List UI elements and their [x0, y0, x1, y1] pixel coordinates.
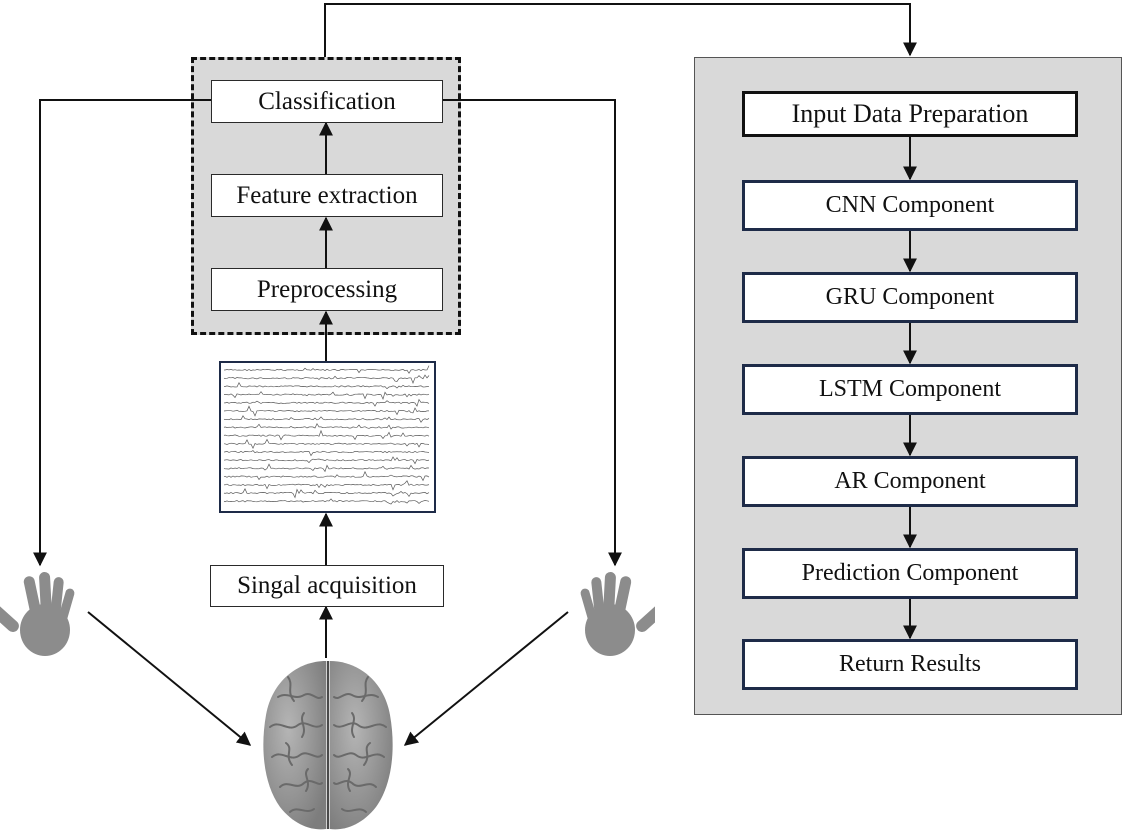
lstm-component-label: LSTM Component: [818, 376, 1001, 402]
eeg-trace: [223, 422, 430, 430]
eeg-trace: [224, 391, 430, 400]
signal-acquisition-label: Singal acquisition: [237, 572, 417, 599]
eeg-traces: [223, 365, 430, 505]
ar-component-box: AR Component: [742, 456, 1078, 507]
brain-icon: [263, 661, 393, 830]
eeg-trace: [223, 487, 430, 499]
input-data-preparation-box: Input Data Preparation: [742, 91, 1078, 137]
signal-acquisition-box: Singal acquisition: [210, 565, 444, 607]
arrow-to-right-hand: [443, 99, 622, 567]
gru-component-label: GRU Component: [825, 284, 995, 310]
eeg-signal-icon: [219, 361, 436, 513]
eeg-trace: [223, 374, 430, 384]
right-hand-icon: [580, 571, 655, 656]
cnn-component-box: CNN Component: [742, 180, 1078, 231]
eeg-trace: [224, 438, 430, 450]
arrow-left-hand-to-brain: [87, 611, 252, 746]
gru-component-box: GRU Component: [742, 272, 1078, 323]
arrow-right-hand-to-brain: [403, 611, 569, 746]
feature-extraction-box: Feature extraction: [211, 174, 443, 217]
eeg-trace: [223, 405, 429, 417]
eeg-trace: [223, 498, 430, 505]
left-hand-icon: [0, 571, 75, 656]
eeg-trace: [224, 365, 430, 374]
eeg-trace: [223, 470, 430, 482]
feature-extraction-label: Feature extraction: [236, 181, 418, 209]
lstm-component-box: LSTM Component: [742, 364, 1078, 415]
eeg-trace: [223, 456, 430, 465]
return-results-box: Return Results: [742, 639, 1078, 690]
prediction-component-box: Prediction Component: [742, 548, 1078, 599]
eeg-trace: [223, 480, 430, 491]
preprocessing-box: Preprocessing: [211, 268, 443, 311]
classification-label: Classification: [258, 87, 396, 115]
ar-component-label: AR Component: [834, 468, 986, 494]
return-results-label: Return Results: [839, 651, 981, 677]
input-data-preparation-label: Input Data Preparation: [791, 99, 1029, 128]
eeg-trace: [223, 450, 430, 457]
cnn-component-label: CNN Component: [825, 192, 995, 218]
prediction-component-label: Prediction Component: [801, 560, 1019, 586]
arrow-to-model-panel: [324, 3, 917, 57]
eeg-trace: [223, 381, 430, 390]
classification-box: Classification: [211, 80, 443, 123]
eeg-trace: [223, 398, 430, 407]
eeg-trace: [223, 463, 430, 473]
arrow-to-left-hand: [33, 99, 211, 567]
eeg-trace: [223, 429, 430, 441]
eeg-trace: [223, 415, 430, 423]
preprocessing-label: Preprocessing: [256, 275, 398, 303]
